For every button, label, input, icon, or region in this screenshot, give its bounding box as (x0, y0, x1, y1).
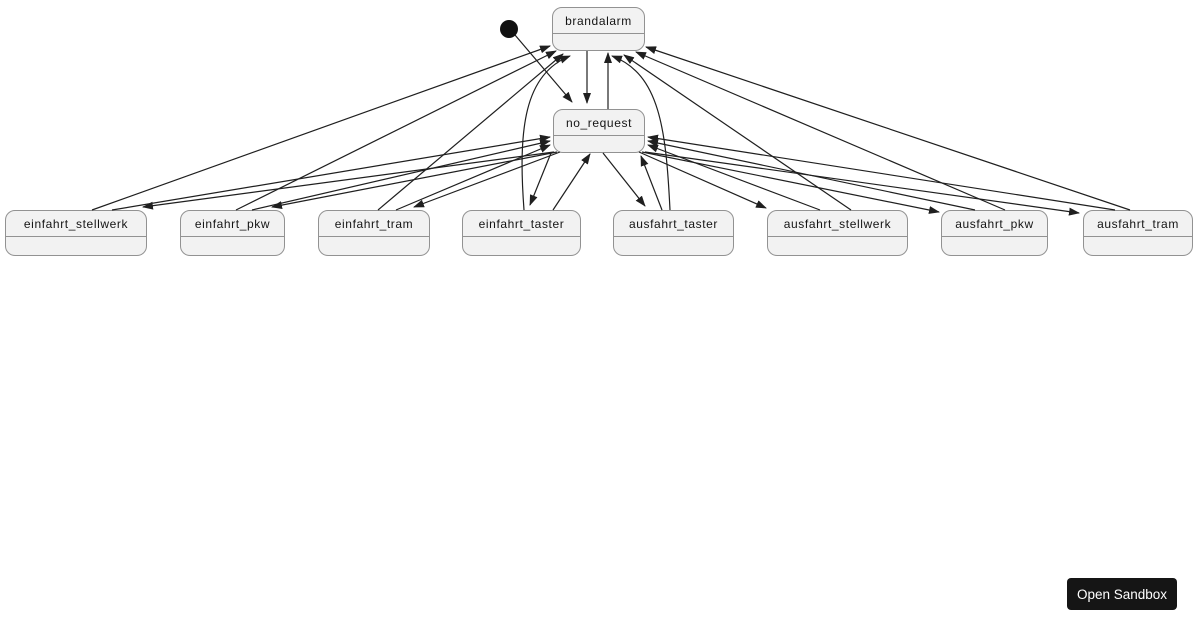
state-body (463, 237, 580, 255)
transition-einfahrt_taster-to-no_request (552, 153, 591, 211)
state-ausfahrt-pkw: ausfahrt_pkw (941, 210, 1048, 256)
state-body (768, 237, 907, 255)
state-label: no_request (554, 110, 644, 136)
state-einfahrt-stellwerk: einfahrt_stellwerk (5, 210, 147, 256)
transition-no_request-to-ausfahrt_pkw (641, 151, 940, 214)
state-label: einfahrt_pkw (181, 211, 284, 237)
state-label: brandalarm (553, 8, 644, 34)
transition-no_request-to-ausfahrt_tram (644, 151, 1080, 216)
state-label: einfahrt_tram (319, 211, 429, 237)
transition-no_request-to-ausfahrt_taster (602, 152, 646, 207)
transition-ausfahrt_pkw-to-brandalarm (635, 51, 1006, 211)
state-ausfahrt-taster: ausfahrt_taster (613, 210, 734, 256)
transition-einfahrt_stellwerk-to-brandalarm (91, 45, 551, 211)
transition-no_request-to-ausfahrt_stellwerk (638, 151, 767, 209)
state-label: einfahrt_stellwerk (6, 211, 146, 237)
state-body (181, 237, 284, 255)
open-sandbox-button[interactable]: Open Sandbox (1067, 578, 1177, 610)
transition-ausfahrt_tram-to-brandalarm (645, 46, 1131, 211)
transition-ausfahrt_stellwerk-to-no_request (647, 144, 821, 211)
transition-no_request-to-einfahrt_taster (529, 152, 552, 206)
state-ausfahrt-stellwerk: ausfahrt_stellwerk (767, 210, 908, 256)
state-einfahrt-tram: einfahrt_tram (318, 210, 430, 256)
transition-einfahrt_pkw-to-no_request (251, 139, 551, 211)
state-ausfahrt-tram: ausfahrt_tram (1083, 210, 1193, 256)
transition-einfahrt_stellwerk-to-no_request (111, 134, 551, 211)
state-label: ausfahrt_pkw (942, 211, 1047, 237)
state-einfahrt-pkw: einfahrt_pkw (180, 210, 285, 256)
transition-no_request-to-einfahrt_stellwerk (142, 151, 555, 210)
transition-einfahrt_tram-to-no_request (395, 144, 551, 211)
state-no-request: no_request (553, 109, 645, 153)
state-label: ausfahrt_tram (1084, 211, 1192, 237)
transition-no_request-to-einfahrt_pkw (271, 151, 558, 210)
state-body (553, 34, 644, 50)
state-body (319, 237, 429, 255)
state-body (6, 237, 146, 255)
transition-einfahrt_pkw-to-brandalarm (235, 50, 557, 211)
transition-ausfahrt_pkw-to-no_request (647, 139, 976, 211)
state-label: ausfahrt_taster (614, 211, 733, 237)
transition-ausfahrt_tram-to-no_request (647, 134, 1116, 211)
transition-einfahrt_tram-to-brandalarm (377, 53, 564, 211)
state-body (1084, 237, 1192, 255)
state-brandalarm: brandalarm (552, 7, 645, 51)
initial-state-dot (500, 20, 518, 38)
state-body (554, 136, 644, 152)
state-body (942, 237, 1047, 255)
state-einfahrt-taster: einfahrt_taster (462, 210, 581, 256)
state-body (614, 237, 733, 255)
state-label: ausfahrt_stellwerk (768, 211, 907, 237)
transition-ausfahrt_stellwerk-to-brandalarm (623, 54, 852, 211)
transition-no_request-to-einfahrt_tram (413, 151, 561, 208)
state-label: einfahrt_taster (463, 211, 580, 237)
transition-ausfahrt_taster-to-no_request (640, 155, 663, 211)
